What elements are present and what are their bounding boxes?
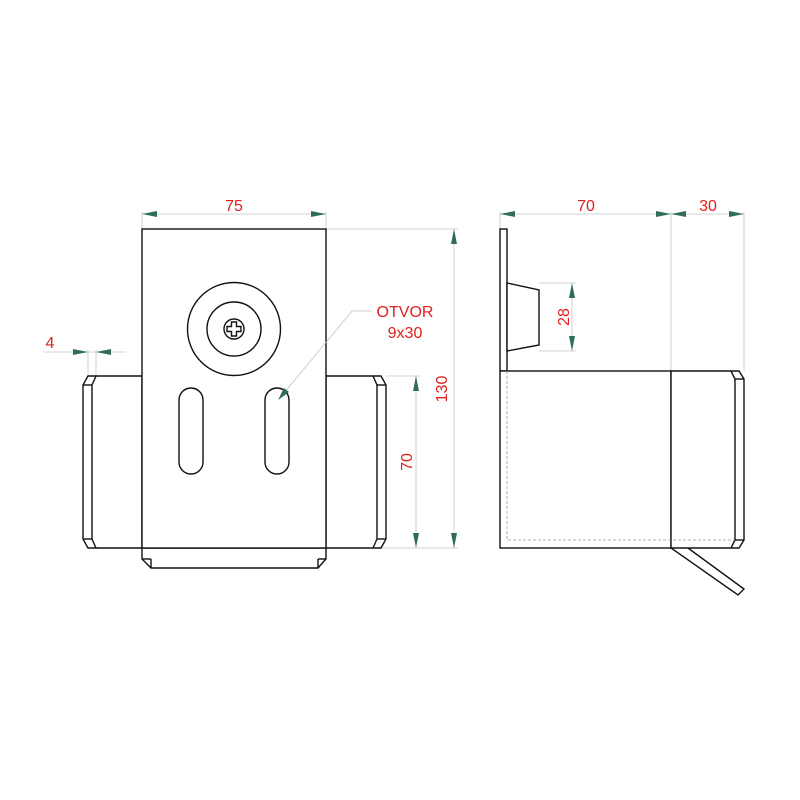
slot-left	[178, 387, 204, 475]
dimension-flange: 30	[671, 198, 744, 217]
dimension-flange-height: 70	[399, 376, 419, 548]
washer-outer	[186, 281, 282, 377]
svg-text:70: 70	[399, 453, 416, 471]
hole-callout: OTVOR 9x30	[278, 304, 433, 400]
dimension-height: 130	[434, 229, 457, 548]
dimension-thickness: 4	[43, 335, 126, 355]
slot-right	[264, 387, 290, 475]
main-plate	[141, 228, 327, 549]
dimension-width: 75	[142, 198, 326, 217]
svg-text:4: 4	[46, 335, 55, 352]
svg-text:75: 75	[225, 198, 243, 215]
svg-text:70: 70	[577, 198, 595, 215]
dimension-depth: 70	[500, 198, 671, 217]
hidden-edge	[506, 371, 735, 541]
side-flange	[670, 370, 745, 549]
svg-text:OTVOR: OTVOR	[377, 304, 434, 321]
bottom-flange	[141, 547, 327, 569]
svg-text:9x30: 9x30	[388, 325, 423, 342]
side-view: 70 30 28	[499, 198, 746, 596]
svg-text:28: 28	[556, 308, 573, 326]
body-box	[499, 370, 672, 549]
svg-text:30: 30	[699, 198, 717, 215]
spacer	[506, 282, 540, 352]
vertical-plate	[499, 228, 508, 372]
extension-lines	[499, 212, 745, 371]
screw-head	[223, 318, 245, 340]
washer-inner	[206, 301, 262, 357]
front-view: 75 130 70 4 OTVOR 9x30	[43, 198, 458, 569]
phillips-cross-icon	[226, 321, 242, 337]
dimension-spacer: 28	[556, 283, 575, 351]
svg-text:130: 130	[434, 376, 451, 403]
